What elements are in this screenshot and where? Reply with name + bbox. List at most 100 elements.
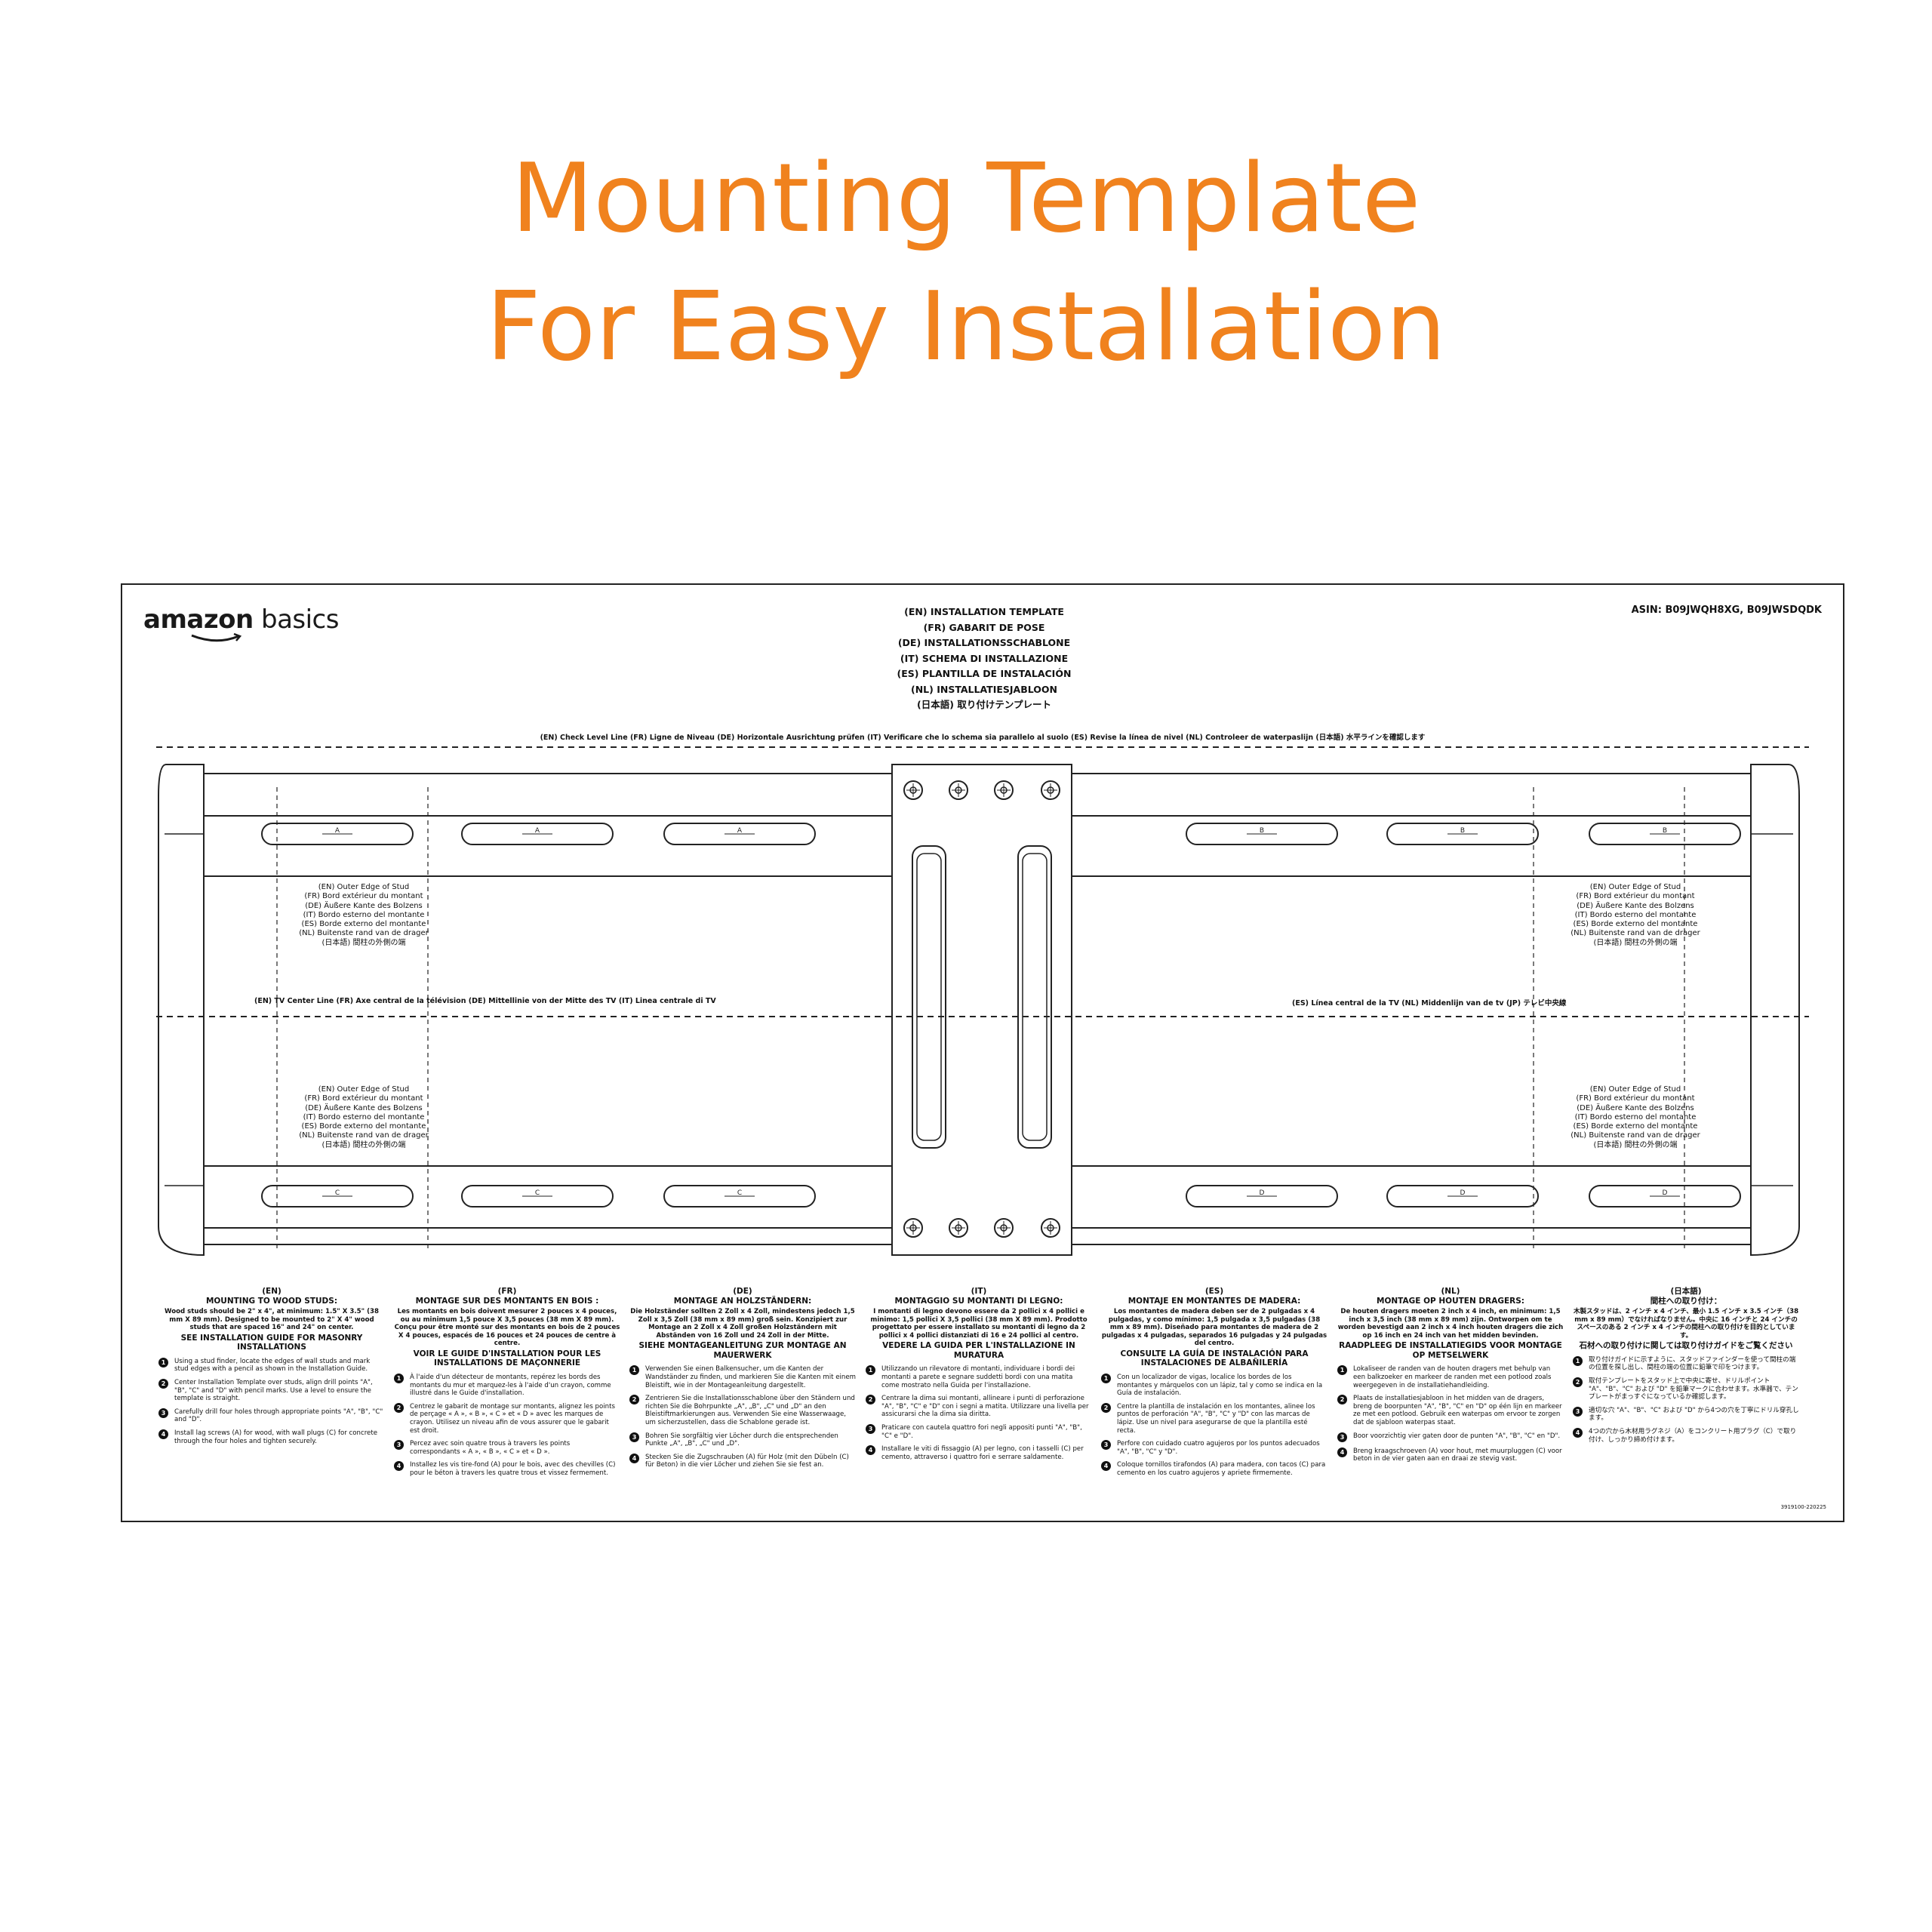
column-masonry-note: 石材への取り付けに関しては取り付けガイドをご覧ください (1579, 1341, 1793, 1351)
step-text: 取付テンプレートをスタッド上で中央に寄せ、ドリルポイント "A"、"B"、"C"… (1589, 1377, 1798, 1401)
slot-letter-label: D (1663, 1189, 1668, 1197)
slot-letter-label: A (737, 827, 743, 835)
stud-label-nl: (NL) Buitenste rand van de drager (1571, 929, 1700, 938)
center-slot-left (912, 845, 946, 1149)
step-text: Zentrieren Sie die Installationsschablon… (645, 1395, 855, 1426)
instructions-it: (IT)MONTAGGIO SU MONTANTI DI LEGNO:I mon… (866, 1287, 1092, 1461)
stud-label-nl: (NL) Buitenste rand van de drager (299, 929, 429, 938)
column-language: (DE) (733, 1287, 752, 1296)
column-masonry-note: RAADPLEEG DE INSTALLATIEGIDS VOOR MONTAG… (1339, 1341, 1562, 1360)
column-stud-spec: De houten dragers moeten 2 inch x 4 inch… (1337, 1308, 1564, 1340)
stud-edge-label-top-left: (EN) Outer Edge of Stud (FR) Bord extéri… (281, 883, 447, 948)
step-text: 4つの穴から木材用ラグネジ（A）をコンクリート用プラグ（C）で取り付け、しっかり… (1589, 1428, 1797, 1444)
step-number-badge: 2 (394, 1402, 404, 1413)
step-text: Stecken Sie die Zugschrauben (A) für Hol… (645, 1453, 849, 1469)
stud-label-de: (DE) Äußere Kante des Bolzens (305, 1103, 423, 1112)
step-text: Centrez le gabarit de montage sur montan… (410, 1402, 615, 1435)
stud-label-it: (IT) Bordo esterno del montante (303, 910, 425, 919)
step-text: Installare le viti di fissaggio (A) per … (881, 1445, 1084, 1461)
column-language: (IT) (971, 1287, 987, 1296)
step-text: Lokaliseer de randen van de houten drage… (1353, 1365, 1552, 1389)
stud-label-es: (ES) Borde externo del montante (301, 920, 426, 929)
stud-label-de: (DE) Äußere Kante des Bolzens (1577, 1103, 1694, 1112)
step-number-badge: 2 (1573, 1377, 1583, 1388)
step-number-badge: 3 (1573, 1406, 1583, 1417)
step-number-badge: 2 (1337, 1395, 1347, 1405)
stud-label-fr: (FR) Bord extérieur du montant (1576, 1094, 1695, 1103)
step-text: Install lag screws (A) for wood, with wa… (174, 1429, 377, 1445)
slot-letter-label: A (535, 827, 540, 835)
instruction-step: 4 Coloque tornillos tirafondos (A) para m… (1101, 1461, 1327, 1477)
step-number-badge: 3 (158, 1407, 168, 1418)
slot-letter-label: C (335, 1189, 340, 1197)
step-text: Carefully drill four holes through appro… (174, 1407, 383, 1424)
drill-slot-a: A (461, 823, 614, 845)
stud-edge-label-top-right: (EN) Outer Edge of Stud (FR) Bord extéri… (1552, 883, 1718, 948)
step-text: 適切な穴 "A"、"B"、"C" および "D" から4つの穴を丁寧にドリル穿孔… (1589, 1406, 1799, 1423)
template-title-nl: (NL) INSTALLATIESJABLOON (911, 683, 1057, 695)
step-number-badge: 4 (158, 1429, 168, 1439)
stud-edge-label-bottom-left: (EN) Outer Edge of Stud (FR) Bord extéri… (281, 1085, 447, 1150)
stud-label-en: (EN) Outer Edge of Stud (1589, 883, 1681, 891)
drill-slot-d: D (1386, 1185, 1539, 1208)
stud-label-nl: (NL) Buitenste rand van de drager (299, 1131, 429, 1140)
instructions-nl: (NL)MONTAGE OP HOUTEN DRAGERS:De houten … (1337, 1287, 1564, 1463)
step-text: 取り付けガイドに示すように、スタッドファインダーを使って間柱の端の位置を探し出し… (1589, 1355, 1796, 1372)
column-language: (日本語) (1670, 1287, 1702, 1296)
drill-slot-d: D (1186, 1185, 1338, 1208)
instruction-step: 1 取り付けガイドに示すように、スタッドファインダーを使って間柱の端の位置を探し出… (1573, 1355, 1799, 1372)
stud-label-ja: (日本語) 間柱の外側の端 (321, 938, 406, 947)
slot-letter-label: C (535, 1189, 540, 1197)
step-number-badge: 1 (1573, 1355, 1583, 1366)
slot-letter-label: B (1460, 827, 1465, 835)
column-heading: MONTAJE EN MONTANTES DE MADERA: (1128, 1297, 1301, 1306)
stud-label-fr: (FR) Bord extérieur du montant (304, 892, 423, 901)
column-language: (NL) (1441, 1287, 1460, 1296)
step-number-badge: 2 (1101, 1402, 1111, 1413)
column-masonry-note: SEE INSTALLATION GUIDE FOR MASONRY INSTA… (180, 1333, 363, 1352)
step-number-badge: 4 (866, 1445, 875, 1456)
drill-slot-b: B (1386, 823, 1539, 845)
template-title-de: (DE) INSTALLATIONSSCHABLONE (897, 637, 1071, 648)
column-stud-spec: 木製スタッドは、2 インチ x 4 インチ、最小 1.5 インチ x 3.5 イ… (1573, 1308, 1799, 1340)
stud-label-it: (IT) Bordo esterno del montante (303, 1112, 425, 1121)
column-masonry-note: CONSULTE LA GUÍA DE INSTALACIÓN PARA INS… (1120, 1349, 1309, 1368)
step-number-badge: 4 (1101, 1461, 1111, 1472)
installation-template-sheet: amazon basics ASIN: B09JWQH8XG, B09JWSDQ… (121, 583, 1844, 1522)
screw-hole-icon (903, 780, 923, 800)
drill-slot-b: B (1589, 823, 1741, 845)
step-text: Bohren Sie sorgfältig vier Löcher durch … (645, 1432, 838, 1448)
slot-letter-label: A (335, 827, 340, 835)
step-text: À l'aide d'un détecteur de montants, rep… (410, 1373, 611, 1398)
stud-label-de: (DE) Äußere Kante des Bolzens (1577, 901, 1694, 910)
column-language: (EN) (262, 1287, 281, 1296)
step-text: Coloque tornillos tirafondos (A) para ma… (1117, 1461, 1326, 1477)
stud-label-de: (DE) Äußere Kante des Bolzens (305, 901, 423, 910)
instructions-es: (ES)MONTAJE EN MONTANTES DE MADERA:Los m… (1101, 1287, 1327, 1478)
instruction-step: 3 適切な穴 "A"、"B"、"C" および "D" から4つの穴を丁寧にドリル穿… (1573, 1406, 1799, 1423)
step-number-badge: 2 (158, 1378, 168, 1389)
step-number-badge: 1 (629, 1365, 639, 1376)
stud-label-fr: (FR) Bord extérieur du montant (1576, 892, 1695, 901)
left-end-cap (158, 764, 205, 1257)
level-line-label: (EN) Check Level Line (FR) Ligne de Nive… (540, 734, 1426, 742)
step-number-badge: 4 (1337, 1447, 1347, 1457)
stud-label-en: (EN) Outer Edge of Stud (318, 1085, 410, 1094)
step-number-badge: 3 (394, 1440, 404, 1451)
stud-label-nl: (NL) Buitenste rand van de drager (1571, 1131, 1700, 1140)
step-number-badge: 1 (1101, 1373, 1111, 1383)
drill-slot-a: A (663, 823, 816, 845)
template-title-fr: (FR) GABARIT DE POSE (923, 621, 1045, 633)
tv-center-line-label-right: (ES) Línea central de la TV (NL) Middenl… (1292, 999, 1567, 1008)
step-text: Breng kraagschroeven (A) voor hout, met … (1353, 1447, 1562, 1463)
screw-hole-icon (994, 780, 1014, 800)
headline-line-2: For Easy Installation (486, 271, 1446, 382)
instruction-step: 4 Install lag screws (A) for wood, with w… (158, 1429, 385, 1445)
column-stud-spec: Die Holzständer sollten 2 Zoll x 4 Zoll,… (630, 1308, 855, 1340)
